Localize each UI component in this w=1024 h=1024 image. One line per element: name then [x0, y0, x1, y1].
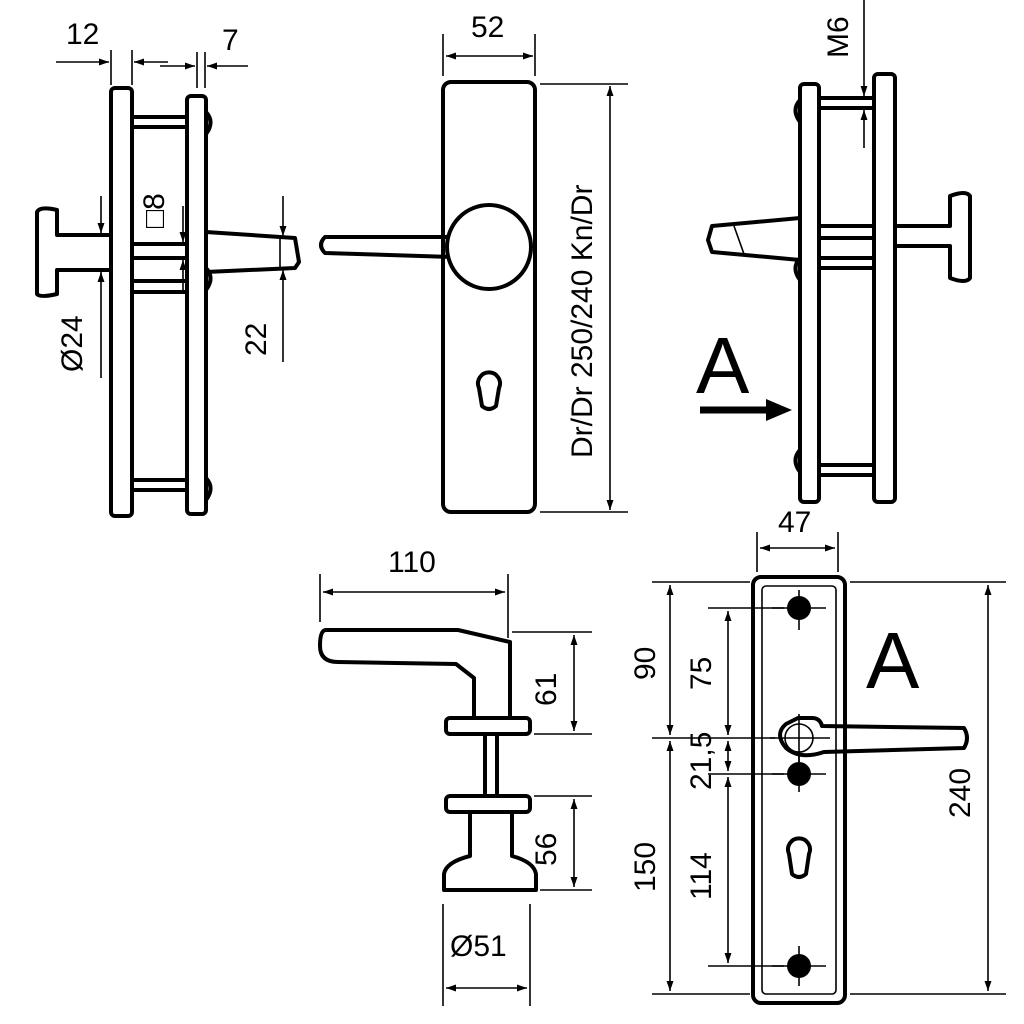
dim-view-a-upper-inner: 75 [685, 657, 718, 690]
dim-lever-length: 110 [388, 546, 436, 579]
screw-hole-bottom [787, 954, 811, 978]
view-a-keyhole [786, 836, 812, 879]
left-rose-plate [185, 94, 208, 516]
view-a: A 47 90 150 75 21,5 114 240 [629, 506, 1006, 1005]
left-lever-end [205, 230, 301, 274]
view-a-plate-outer [751, 575, 847, 1005]
dim-front-width: 52 [471, 11, 504, 44]
dim-screw: M6 [822, 16, 855, 58]
dim-view-a-lower-inner: 114 [685, 852, 718, 900]
left-backplate [109, 86, 134, 518]
view-a-plate-inner [761, 585, 837, 995]
knob-body [442, 812, 538, 892]
screw-hole-middle [787, 762, 811, 786]
dim-front-height: Dr/Dr 250/240 Kn/Dr [566, 185, 599, 458]
left-knob [35, 206, 111, 298]
dim-square-spindle: □8 [138, 193, 171, 228]
lever-rose [444, 716, 532, 736]
dim-knob-height: 56 [530, 833, 563, 866]
front-view: 52 Dr/Dr 250/240 Kn/Dr [319, 11, 628, 514]
dim-view-a-total: 240 [944, 768, 977, 818]
right-lever-end [706, 216, 801, 262]
knob-rose [444, 794, 532, 814]
dim-rose-thickness: 7 [222, 24, 239, 57]
right-knob [895, 191, 972, 283]
left-spindle [130, 242, 189, 260]
front-knob-rose [445, 203, 533, 291]
dim-lever-height: 61 [530, 673, 563, 706]
dim-knob-diameter-51: Ø51 [450, 930, 507, 963]
dim-view-a-upper: 90 [629, 647, 662, 680]
side-view-left: 12 7 □8 Ø24 22 [35, 18, 301, 518]
right-rose-plate [798, 82, 821, 504]
side-view-right: M6 A [696, 0, 972, 504]
right-backplate [872, 72, 897, 504]
front-keyhole [476, 370, 502, 411]
lever-handle [318, 628, 512, 720]
screw-hole-top [787, 596, 811, 620]
view-arrow-label: A [696, 321, 750, 410]
dim-view-a-lower: 150 [629, 842, 662, 892]
dim-knob-diameter: Ø24 [56, 315, 89, 372]
front-plate [441, 80, 537, 514]
view-a-lever [778, 716, 969, 758]
dim-lever-neck: 22 [240, 323, 273, 356]
dim-plate-thickness: 12 [66, 18, 99, 51]
front-lever [319, 235, 453, 259]
view-a-title: A [866, 616, 920, 705]
dim-view-a-middle: 21,5 [685, 732, 718, 790]
lever-detail: 110 61 56 Ø51 [318, 546, 592, 1006]
dim-view-a-width: 47 [778, 506, 811, 539]
